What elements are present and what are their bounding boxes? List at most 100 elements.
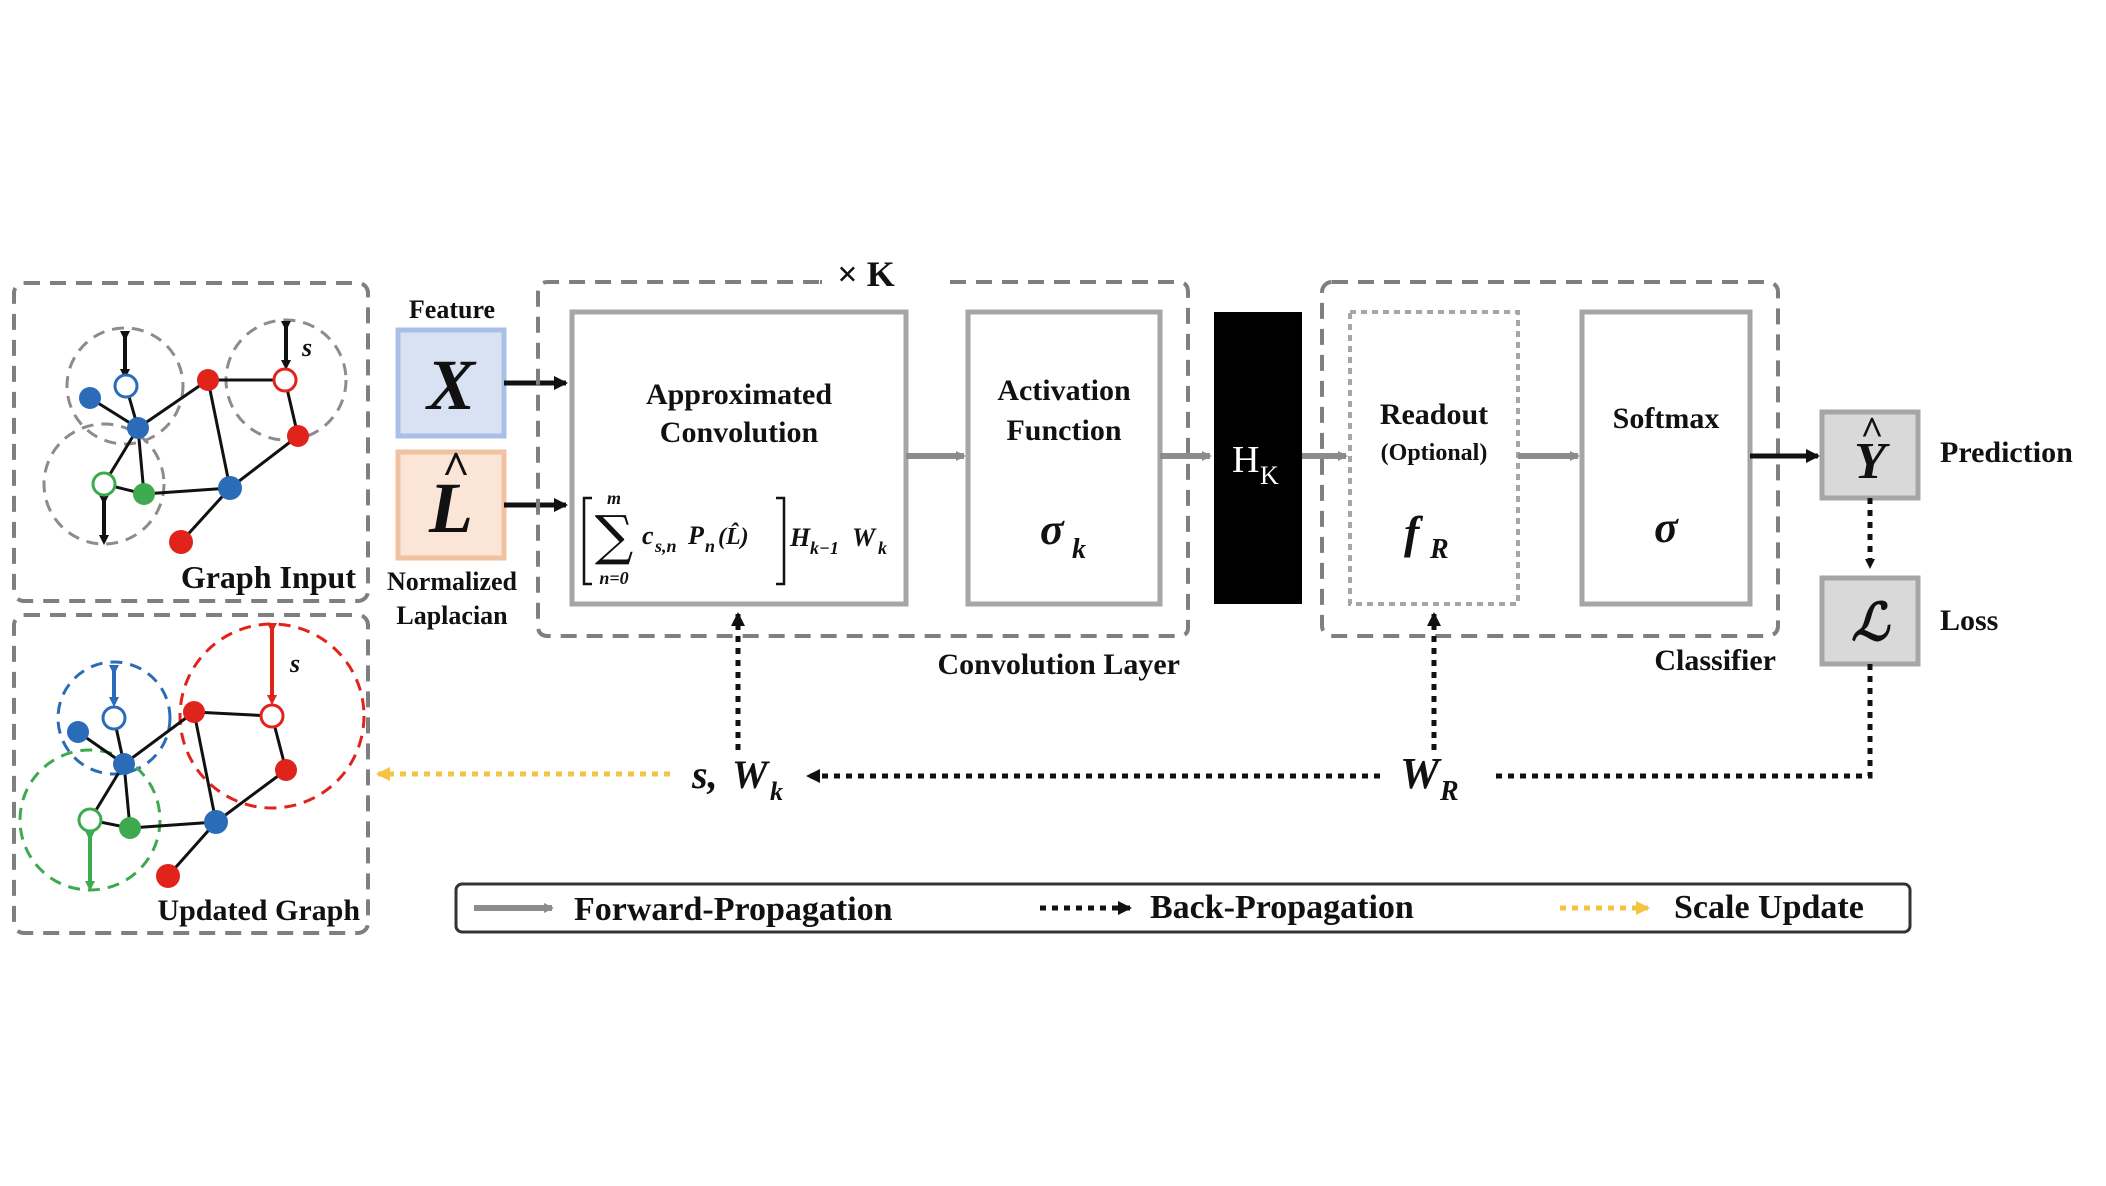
hidden-representation: H K [1214,312,1302,604]
updated-graph-panel: s Updated Graph [12,613,370,935]
feature-box [395,327,507,439]
hk-symbol-sub: K [1260,461,1279,490]
feature-label: Feature [409,295,495,324]
activation-line2: Function [1006,414,1121,447]
loss-label: Loss [1940,604,1998,637]
node-blue [218,476,242,500]
prediction-box [1819,409,1921,501]
poly: P [687,521,705,550]
conv-params-w: W [732,752,770,797]
loss-symbol: ℒ [1851,595,1891,652]
neighborhood-circle [65,326,185,446]
convolution-layer: × K Approximated Convolution m ∑ n=0 c s… [536,254,1190,681]
node-green [133,483,155,505]
classifier: Readout (Optional) f R Softmax σ Classif… [1320,280,1780,677]
node-center-red [259,703,285,729]
node-red [169,530,193,554]
outputs: Y ^ Prediction ℒ Loss [1819,408,2073,667]
legend: Forward-Propagation Back-Propagation Sca… [454,882,1912,934]
laplacian-symbol: L [428,468,473,548]
sum-upper: m [607,488,621,508]
inputs: Feature X L ^ Normalized Laplacian [387,295,568,630]
neighborhood-circle-red [178,622,366,810]
legend-scale-label: Scale Update [1674,889,1864,926]
sum-lower: n=0 [599,568,628,588]
readout-box [1348,310,1520,606]
graph-edges [89,378,300,544]
h-term: H [789,523,811,552]
coef-sub: s,n [654,536,677,556]
node-red [183,701,205,723]
w-sub: k [878,538,887,558]
approx-conv-line2: Convolution [660,416,819,449]
node-center-blue [113,373,139,399]
backprop-line [1496,664,1873,779]
node-blue [127,417,149,439]
node-blue [113,753,135,775]
laplacian-hat: ^ [442,442,470,495]
approx-conv-box [569,309,909,607]
hk-symbol: H [1232,439,1259,481]
repeat-label: × K [837,254,895,294]
readout-line1: Readout [1380,398,1488,431]
node-blue [79,387,101,409]
back-propagation: W R s, W k [376,612,1873,807]
repeat-label-bg [822,262,942,302]
activation-line1: Activation [997,374,1131,407]
node-center-blue [101,705,127,731]
updated-graph-label: Updated Graph [157,894,360,927]
softmax-label: Softmax [1613,402,1720,435]
node-center-green [77,807,103,833]
poly-arg: (L̂) [718,523,749,550]
prediction-symbol: Y [1854,433,1890,490]
conv-layer-caption: Convolution Layer [937,648,1180,681]
node-center-red [272,367,298,393]
laplacian-label-line2: Laplacian [396,601,508,630]
activation-symbol-sub: k [1072,534,1086,565]
feature-symbol: X [425,345,477,425]
activation-symbol: σ [1040,505,1065,554]
loss-box [1819,575,1921,667]
node-red [197,369,219,391]
readout-symbol: f [1404,507,1424,558]
node-red [287,425,309,447]
bracket-right [776,496,786,586]
activation-box [965,309,1163,607]
conv-params-s: s, [691,752,718,797]
scale-label: s [301,333,312,362]
h-sub: k−1 [810,538,839,558]
node-red [275,759,297,781]
node-red [156,864,180,888]
w-term: W [852,523,877,552]
poly-sub: n [705,536,715,556]
node-green [119,817,141,839]
readout-weight: W [1400,749,1442,798]
classifier-caption: Classifier [1654,644,1776,677]
graph-input-panel: s Graph Input [12,281,370,603]
neighborhood-circle-blue [56,660,172,776]
bracket-left [582,496,592,586]
node-center-green [91,471,117,497]
graph-input-label: Graph Input [181,559,357,595]
legend-back-label: Back-Propagation [1150,889,1414,926]
neighborhood-circle [42,422,166,546]
node-blue [67,721,89,743]
prediction-hat: ^ [1860,408,1883,453]
readout-line2: (Optional) [1381,440,1488,466]
approx-conv-line1: Approximated [646,378,832,411]
softmax-symbol: σ [1654,503,1679,552]
node-blue [204,810,228,834]
hk-block [1214,312,1302,604]
approx-conv-formula: m ∑ n=0 c s,n P n (L̂) H k−1 W k [582,488,887,588]
conv-params-w-sub: k [770,777,783,806]
sum-sign: ∑ [595,504,634,567]
scale-label: s [289,649,300,678]
readout-symbol-sub: R [1429,534,1449,565]
readout-weight-sub: R [1439,776,1459,807]
softmax-box [1579,309,1753,607]
legend-box [454,882,1912,934]
coef: c [642,521,654,550]
prediction-label: Prediction [1940,436,2073,469]
laplacian-label-line1: Normalized [387,567,518,596]
